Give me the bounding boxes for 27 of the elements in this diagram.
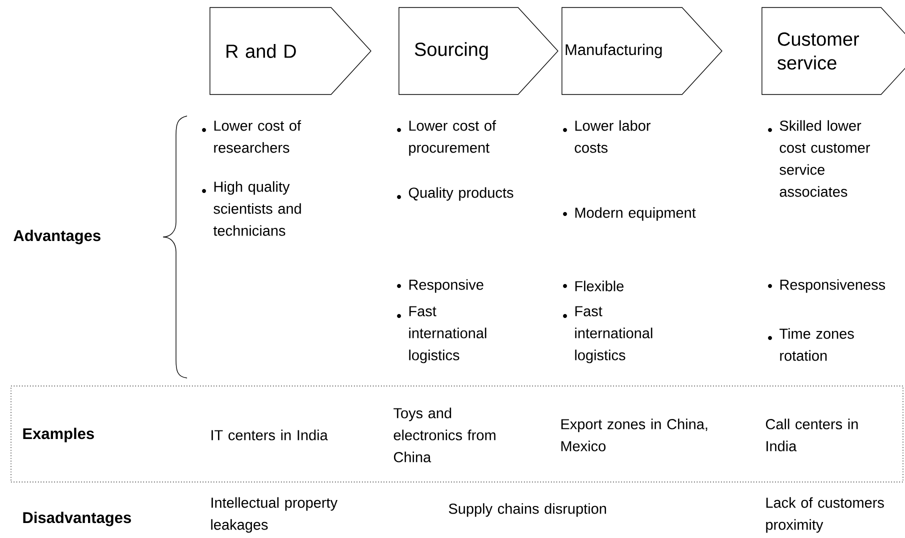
disadvantage-text: Intellectual property leakages: [211, 497, 338, 533]
bullet-text: Fast international logistics: [575, 306, 652, 364]
example-text: Call centers in India: [766, 418, 858, 452]
chevron-box: Customer service: [762, 7, 905, 95]
bullet-text: Lower cost of researchers: [214, 120, 302, 153]
bullet-text: Responsiveness: [780, 279, 886, 293]
bullet-text: High quality scientists and technicians: [213, 181, 301, 236]
bullet-text: Flexible: [575, 280, 624, 292]
disadvantage-text: Lack of customers proximity: [766, 497, 884, 533]
bullet-text: Quality products: [408, 187, 514, 201]
bullet-text: Lower cost of procurement: [409, 120, 496, 156]
example-text: Export zones in China, Mexico: [561, 418, 708, 452]
disadvantage-text: Supply chains disruption: [448, 503, 606, 517]
bullet-text: Lower labor costs: [574, 120, 651, 153]
bullet-text: Responsive: [409, 279, 484, 293]
chevron-box: Sourcing: [398, 7, 558, 95]
example-text: IT centers in India: [212, 430, 328, 440]
bullet-text: Skilled lower cost customer service associates: [780, 120, 870, 197]
bullet-text: Modern equipment: [575, 207, 696, 221]
bullet-text: Time zones rotation: [780, 328, 854, 361]
row-heading: Disadvantages: [23, 512, 131, 526]
row-heading: Examples: [23, 428, 94, 442]
example-text: Toys and electronics from China: [394, 408, 496, 462]
row-heading: Advantages: [14, 230, 100, 244]
chevron-box: Manufacturing: [562, 7, 722, 95]
bullet-text: Fast international logistics: [409, 306, 486, 364]
chevron-box: R and D: [210, 7, 372, 95]
